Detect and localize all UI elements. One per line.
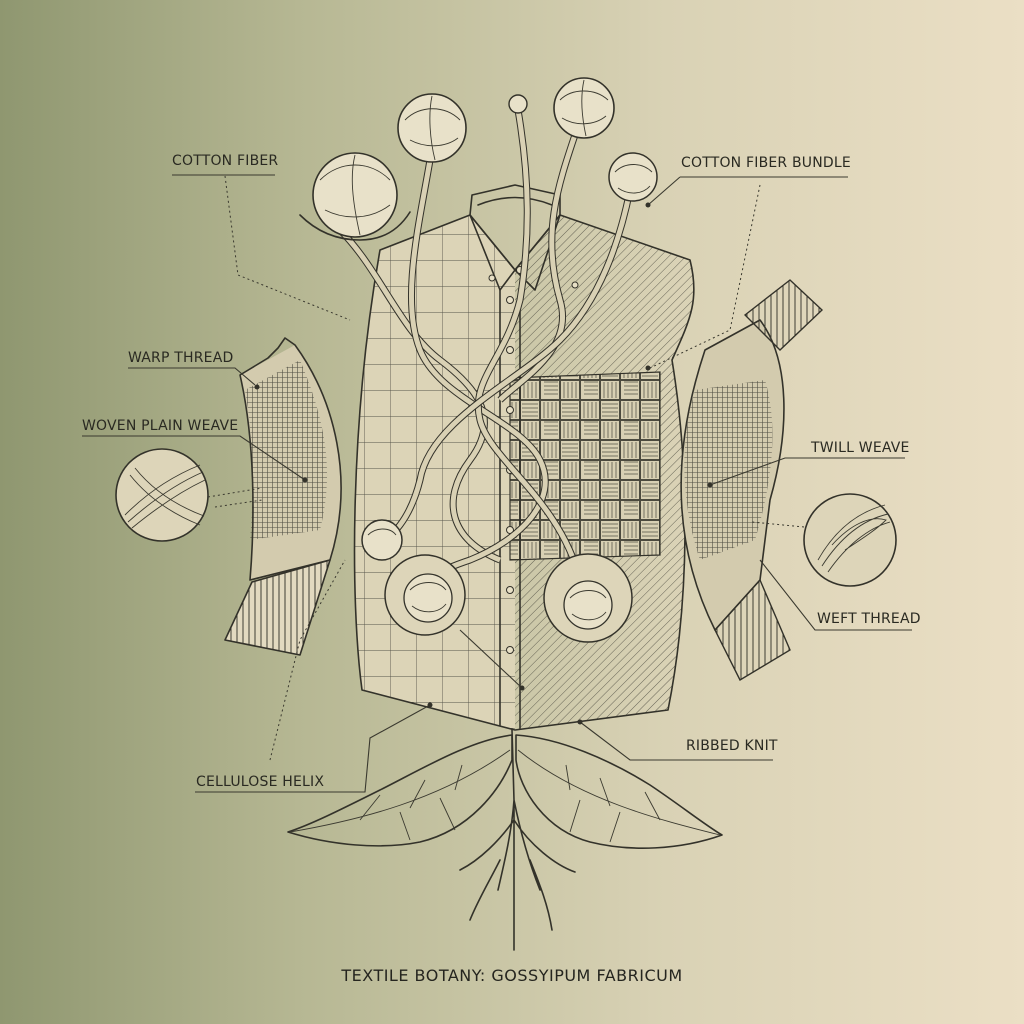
cotton-boll-top-left (299, 152, 411, 241)
shirt-buttons (488, 266, 579, 654)
cotton-boll-top-right (553, 77, 615, 139)
leader-lines (82, 174, 912, 793)
label-cotton-fiber-bundle: COTTON FIBER BUNDLE (681, 155, 851, 171)
label-weft-thread: WEFT THREAD (817, 611, 921, 627)
label-cotton-fiber: COTTON FIBER (172, 153, 279, 169)
root-system (459, 729, 576, 951)
diagram-title: TEXTILE BOTANY: GOSSYIPUM FABRICUM (341, 966, 683, 985)
label-woven-plain-weave: WOVEN PLAIN WEAVE (82, 418, 239, 434)
cotton-leaf-left (287, 734, 513, 847)
cotton-boll-right (608, 152, 658, 202)
label-ribbed-knit: RIBBED KNIT (686, 738, 778, 754)
cotton-leaf-right (515, 734, 723, 849)
label-warp-thread: WARP THREAD (128, 350, 234, 366)
label-cellulose-helix: CELLULOSE HELIX (196, 774, 325, 790)
cotton-boll-lower-right (543, 553, 633, 643)
cotton-boll-top-center (397, 93, 467, 163)
label-twill-weave: TWILL WEAVE (811, 440, 910, 456)
warp-thread-cross-section (115, 448, 209, 542)
cotton-boll-small-bud (508, 94, 528, 114)
weft-thread-cross-section (803, 493, 897, 587)
right-sleeve (680, 279, 824, 681)
cotton-boll-side (361, 519, 403, 561)
cotton-stems (337, 109, 634, 602)
cotton-boll-lower-left (384, 554, 466, 636)
left-sleeve (224, 337, 342, 656)
